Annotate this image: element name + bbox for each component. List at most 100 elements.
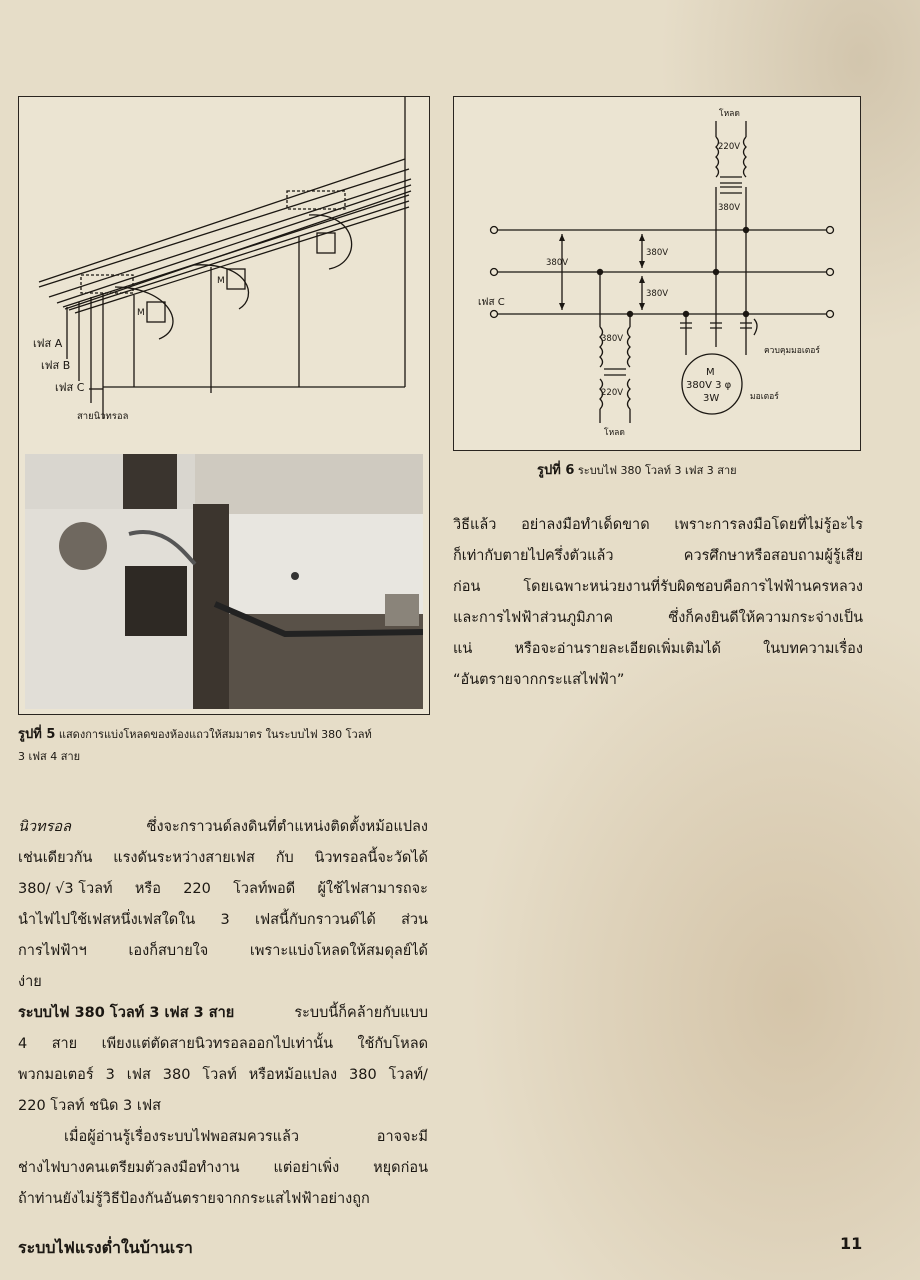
phase-c-label: เฟส C xyxy=(55,381,85,394)
text-run: ง่าย xyxy=(18,974,42,990)
text-run: หยุดก่อน xyxy=(373,1160,428,1176)
figure-5-photo xyxy=(25,454,423,709)
meter-label: M xyxy=(217,276,225,286)
text-run: อย่าลงมือทำเด็ดขาด xyxy=(521,517,650,533)
text-run: อาจจะมี xyxy=(376,1129,428,1145)
text-run: ก่อน xyxy=(453,579,481,595)
text-run: ถ้าท่านยังไม่รู้วิธีป้องกันอันตรายจากกระ… xyxy=(18,1191,370,1207)
text-run: ผู้ใช้ไฟสามารถจะ xyxy=(317,881,428,897)
paragraph-line: ง่าย xyxy=(18,967,428,998)
voltage-220v-transformer: 220V xyxy=(601,388,623,398)
figure-6-circuit-diagram: โหลด 220V 380V 380V 380V 380V 380V 220V … xyxy=(478,108,835,438)
text-run: เฟสนี้กับกราวนด์ได้ xyxy=(254,912,376,928)
phase-a-label: เฟส A xyxy=(33,337,63,350)
voltage-220v-top: 220V xyxy=(718,142,740,152)
text-run: 3 xyxy=(220,912,230,928)
text-run: นิวทรอลนี้จะวัดได้ xyxy=(314,850,428,866)
text-run: แรงดันระหว่างสายเฟส xyxy=(113,850,255,866)
building-photo-illustration xyxy=(25,454,423,709)
text-run: หรือจะอ่านรายละเอียดเพิ่มเติมได้ xyxy=(514,641,721,657)
term-neutral: นิวทรอล xyxy=(18,819,71,835)
motor-label: มอเตอร์ xyxy=(750,391,779,402)
text-run: ก็เท่ากับตายไปครึ่งตัวแล้ว xyxy=(453,548,614,564)
figure-5-number: รูปที่ 5 xyxy=(18,727,56,742)
text-run: เช่นเดียวกัน xyxy=(18,850,93,866)
text-run: หรือ xyxy=(134,881,161,897)
text-run: ซึ่งก็คงยินดีให้ความกระจ่างเป็น xyxy=(668,610,863,626)
phase-c-label: เฟส C xyxy=(478,297,505,308)
figure-5-caption-text: 3 เฟส 4 สาย xyxy=(18,750,81,763)
text-run: 220 xyxy=(183,881,211,897)
paragraph-line: ระบบไฟ 380 โวลท์ 3 เฟส 3 สาย ระบบนี้ก็คล… xyxy=(18,998,428,1029)
paragraph-line: การไฟฟ้าฯ เองก็สบายใจ เพราะแบ่งโหลดให้สม… xyxy=(18,936,428,967)
text-run: วิธีแล้ว xyxy=(453,517,497,533)
figure-6-number: รูปที่ 6 xyxy=(537,463,575,478)
text-run: 380 xyxy=(162,1067,191,1083)
text-run: เมื่อผู้อ่านรู้เรื่องระบบไฟพอสมควรแล้ว xyxy=(64,1129,300,1145)
paragraph-line: 380/ √3 โวลท์ หรือ 220 โวลท์พอดี ผู้ใช้ไ… xyxy=(18,874,428,905)
paragraph-line: ช่างไฟบางคนเตรียมตัวลงมือทำงาน แต่อย่าเพ… xyxy=(18,1153,428,1184)
paragraph-line: แน่ หรือจะอ่านรายละเอียดเพิ่มเติมได้ ในบ… xyxy=(453,634,863,665)
text-run: พวกมอเตอร์ xyxy=(18,1067,94,1083)
paragraph-line: นำไฟไปใช้เฟสหนึ่งเฟสใดใน 3 เฟสนี้กับกราว… xyxy=(18,905,428,936)
text-run: ควรศึกษาหรือสอบถามผู้รู้เสีย xyxy=(683,548,863,564)
text-run: โวลท์/ xyxy=(388,1067,428,1083)
text-run: เพราะการลงมือโดยที่ไม่รู้อะไร xyxy=(674,517,863,533)
text-run: เพียงแต่ตัดสายนิวทรอลออกไปเท่านั้น xyxy=(101,1036,333,1052)
figure-5-frame: เฟส A เฟส B เฟส C สายนิวทรอล M M xyxy=(18,96,430,715)
text-run: ส่วน xyxy=(401,912,428,928)
phase-b-label: เฟส B xyxy=(41,359,70,372)
text-run: ซึ่งจะกราวนด์ลงดินที่ตำแหน่งติดตั้งหม้อแ… xyxy=(146,819,428,835)
paragraph-line: พวกมอเตอร์ 3 เฟส 380 โวลท์ หรือหม้อแปลง … xyxy=(18,1060,428,1091)
text-run: 380 xyxy=(349,1067,377,1083)
text-run: ช่างไฟบางคนเตรียมตัวลงมือทำงาน xyxy=(18,1160,240,1176)
text-run: 380/ √3 โวลท์ xyxy=(18,881,113,897)
figure-6-frame: โหลด 220V 380V 380V 380V 380V 380V 220V … xyxy=(453,96,861,451)
right-column-text: วิธีแล้ว อย่าลงมือทำเด็ดขาด เพราะการลงมื… xyxy=(453,510,863,696)
paragraph-line: นิวทรอล ซึ่งจะกราวนด์ลงดินที่ตำแหน่งติดต… xyxy=(18,812,428,843)
text-run: 220 โวลท์ ชนิด 3 เฟส xyxy=(18,1098,161,1114)
text-run: โดยเฉพาะหน่วยงานที่รับผิดชอบคือการไฟฟ้าน… xyxy=(523,579,863,595)
paragraph-line: 4 สาย เพียงแต่ตัดสายนิวทรอลออกไปเท่านั้น… xyxy=(18,1029,428,1060)
section-heading-inline: ระบบไฟ 380 โวลท์ 3 เฟส 3 สาย xyxy=(18,1005,235,1021)
voltage-380v-mid2: 380V xyxy=(646,289,668,299)
paragraph-line: ถ้าท่านยังไม่รู้วิธีป้องกันอันตรายจากกระ… xyxy=(18,1184,428,1215)
paragraph-line: วิธีแล้ว อย่าลงมือทำเด็ดขาด เพราะการลงมื… xyxy=(453,510,863,541)
text-run: เพราะแบ่งโหลดให้สมดุลย์ได้ xyxy=(249,943,428,959)
paragraph-line: ก่อน โดยเฉพาะหน่วยงานที่รับผิดชอบคือการไ… xyxy=(453,572,863,603)
text-run: กับ xyxy=(275,850,294,866)
left-column-text: นิวทรอล ซึ่งจะกราวนด์ลงดินที่ตำแหน่งติดต… xyxy=(18,812,428,1215)
figure-5-wiring-drawing: เฟส A เฟส B เฟส C สายนิวทรอล M M xyxy=(33,97,412,422)
figure-5-caption: รูปที่ 5 แสดงการแบ่งโหลดของห้องแถวให้สมม… xyxy=(18,724,428,768)
text-run: และการไฟฟ้าส่วนภูมิภาค xyxy=(453,610,614,626)
load-bottom-label: โหลด xyxy=(604,427,625,438)
paragraph-line: 220 โวลท์ ชนิด 3 เฟส xyxy=(18,1091,428,1122)
text-run: โวลท์พอดี xyxy=(233,881,296,897)
paragraph-line: และการไฟฟ้าส่วนภูมิภาค ซึ่งก็คงยินดีให้ค… xyxy=(453,603,863,634)
text-run: การไฟฟ้าฯ xyxy=(18,943,87,959)
voltage-380v-top: 380V xyxy=(718,203,740,213)
figure-6-caption: รูปที่ 6 ระบบไฟ 380 โวลท์ 3 เฟส 3 สาย xyxy=(537,460,867,482)
motor-control-label: ควบคุมมอเตอร์ xyxy=(764,345,820,356)
running-footer-title: ระบบไฟแรงต่ำในบ้านเรา xyxy=(18,1238,193,1257)
text-run: ระบบนี้ก็คล้ายกับแบบ xyxy=(294,1005,428,1021)
text-run: ใช้กับโหลด xyxy=(357,1036,428,1052)
text-run: โวลท์ xyxy=(202,1067,237,1083)
paragraph-line: เมื่อผู้อ่านรู้เรื่องระบบไฟพอสมควรแล้ว อ… xyxy=(18,1122,428,1153)
paragraph-line: เช่นเดียวกัน แรงดันระหว่างสายเฟส กับ นิว… xyxy=(18,843,428,874)
text-run: แต่อย่าเพิ่ง xyxy=(273,1160,340,1176)
text-run: สาย xyxy=(51,1036,78,1052)
figure-6-caption-text: ระบบไฟ 380 โวลท์ 3 เฟส 3 สาย xyxy=(577,464,737,477)
text-run: หรือหม้อแปลง xyxy=(248,1067,338,1083)
motor-rating-label: 380V 3 φ xyxy=(686,380,732,391)
paragraph-line: “อันตรายจากกระแสไฟฟ้า” xyxy=(453,665,863,696)
load-top-label: โหลด xyxy=(719,108,740,119)
text-run: “อันตรายจากกระแสไฟฟ้า” xyxy=(453,672,625,688)
meter-label: M xyxy=(137,308,145,318)
page-number: 11 xyxy=(840,1234,863,1253)
motor-m-label: M xyxy=(706,367,715,378)
text-run: 4 xyxy=(18,1036,28,1052)
voltage-380v-transformer: 380V xyxy=(601,334,623,344)
voltage-380v-left: 380V xyxy=(546,258,568,268)
text-run: ในบทความเรื่อง xyxy=(763,641,863,657)
